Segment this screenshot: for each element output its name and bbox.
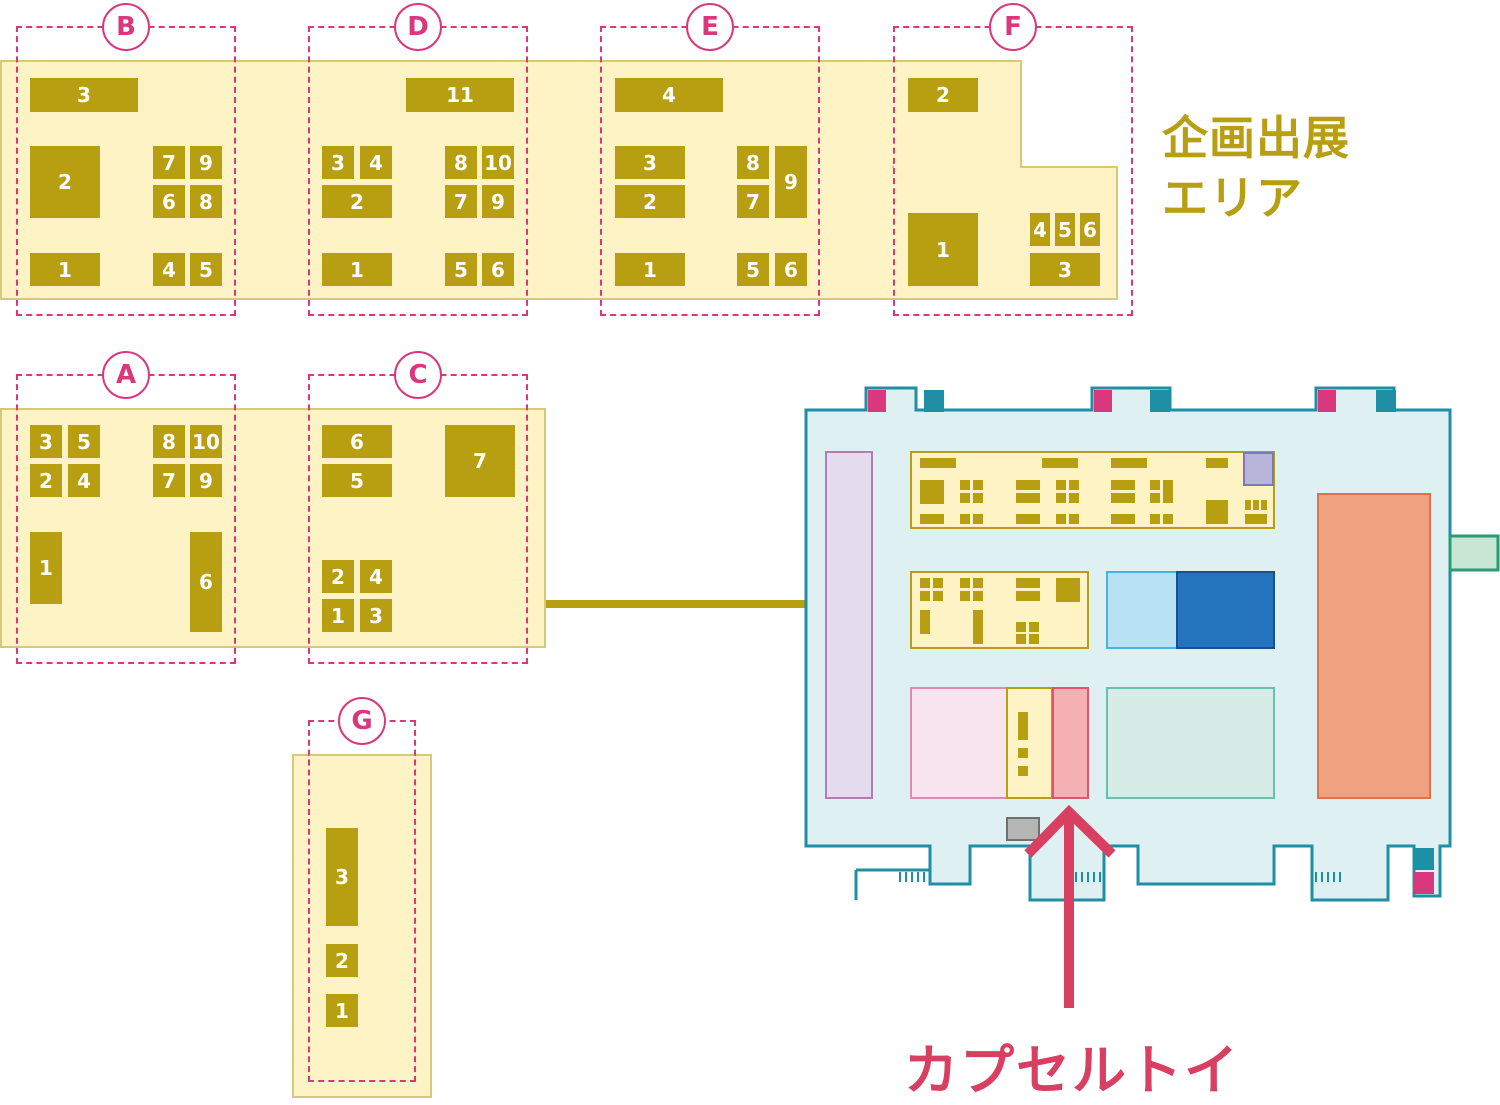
booth-a7: 7 (153, 464, 185, 497)
booth-d3: 3 (322, 146, 354, 179)
zone-dark-blue (1176, 571, 1275, 649)
booth-a2: 2 (30, 464, 62, 497)
zone-capsule-toy (1052, 687, 1089, 799)
zone-salmon (1317, 493, 1431, 799)
booth-f6: 6 (1080, 213, 1100, 246)
section-marker-d: D (394, 3, 442, 51)
booth-b8: 8 (190, 185, 222, 218)
booth-b7: 7 (153, 146, 185, 179)
booth-e8: 8 (737, 146, 769, 179)
section-marker-g: G (338, 697, 386, 745)
section-marker-b: B (102, 3, 150, 51)
booth-f2: 2 (908, 78, 978, 112)
booth-b2: 2 (30, 146, 100, 218)
booth-a10: 10 (190, 425, 222, 458)
booth-e2: 2 (615, 185, 685, 218)
booth-a4: 4 (68, 464, 100, 497)
area-title-line1: 企画出展 (1162, 111, 1350, 165)
booth-a9: 9 (190, 464, 222, 497)
booth-b1: 1 (30, 253, 100, 286)
area-title-line2: エリア (1162, 171, 1303, 225)
booth-e4: 4 (615, 78, 723, 112)
zone-light-blue (1106, 571, 1178, 649)
booth-c1: 1 (322, 599, 354, 632)
booth-e9: 9 (775, 146, 807, 218)
booth-g1: 1 (326, 994, 358, 1027)
zone-g (292, 754, 432, 1098)
booth-f3: 3 (1030, 253, 1100, 286)
booth-e5: 5 (737, 253, 769, 286)
booth-c6: 6 (322, 425, 392, 458)
booth-d4: 4 (360, 146, 392, 179)
area-title: 企画出展 エリア (1162, 108, 1422, 228)
mini-zone-upper (910, 451, 1275, 529)
arrow-to-capsule (1024, 804, 1116, 1008)
mini-zone-lower (1006, 687, 1053, 799)
booth-a5: 5 (68, 425, 100, 458)
booth-c3: 3 (360, 599, 392, 632)
zone-pink (910, 687, 1008, 799)
booth-e7: 7 (737, 185, 769, 218)
booth-d10: 10 (482, 146, 514, 179)
section-marker-a: A (102, 351, 150, 399)
booth-c4: 4 (360, 560, 392, 593)
zone-lavender (825, 451, 873, 799)
booth-a6: 6 (190, 532, 222, 632)
booth-d7: 7 (445, 185, 477, 218)
booth-f5: 5 (1055, 213, 1075, 246)
section-marker-c: C (394, 351, 442, 399)
booth-c5: 5 (322, 464, 392, 497)
booth-b9: 9 (190, 146, 222, 179)
section-marker-e: E (686, 3, 734, 51)
zone-gray (1006, 817, 1040, 841)
booth-a3: 3 (30, 425, 62, 458)
booth-a1: 1 (30, 532, 62, 604)
booth-d2: 2 (322, 185, 392, 218)
zone-mint (1106, 687, 1275, 799)
section-marker-f: F (989, 3, 1037, 51)
booth-b3: 3 (30, 78, 138, 112)
booth-d9: 9 (482, 185, 514, 218)
booth-e6: 6 (775, 253, 807, 286)
booth-c2: 2 (322, 560, 354, 593)
booth-d8: 8 (445, 146, 477, 179)
booth-c7: 7 (445, 425, 515, 497)
booth-d11: 11 (406, 78, 514, 112)
booth-f1: 1 (908, 213, 978, 286)
booth-g2: 2 (326, 944, 358, 977)
booth-d1: 1 (322, 253, 392, 286)
booth-b4: 4 (153, 253, 185, 286)
capsule-toy-label: カプセルトイ (904, 1039, 1240, 1102)
booth-e1: 1 (615, 253, 685, 286)
booth-a8: 8 (153, 425, 185, 458)
booth-b6: 6 (153, 185, 185, 218)
booth-g3: 3 (326, 828, 358, 926)
booth-b5: 5 (190, 253, 222, 286)
booth-f4: 4 (1030, 213, 1050, 246)
booth-d5: 5 (445, 253, 477, 286)
booth-d6: 6 (482, 253, 514, 286)
booth-e3: 3 (615, 146, 685, 179)
mini-zone-middle (910, 571, 1089, 649)
